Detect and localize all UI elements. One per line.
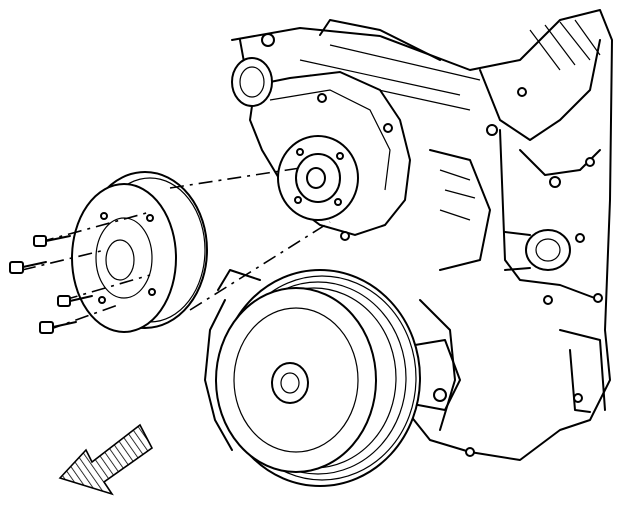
bolt-icon xyxy=(33,235,71,247)
water-pump xyxy=(231,33,412,241)
alignment-lines xyxy=(21,167,331,331)
hatched-arrow-icon xyxy=(58,423,154,496)
bolt-icon xyxy=(9,261,47,274)
water-pump-pulley xyxy=(71,171,208,333)
bolt-icon xyxy=(39,321,77,334)
bolt-icon xyxy=(57,295,93,307)
engine-block xyxy=(231,9,613,461)
crankshaft-balancer xyxy=(204,269,421,487)
pulley-bolts xyxy=(9,235,93,334)
